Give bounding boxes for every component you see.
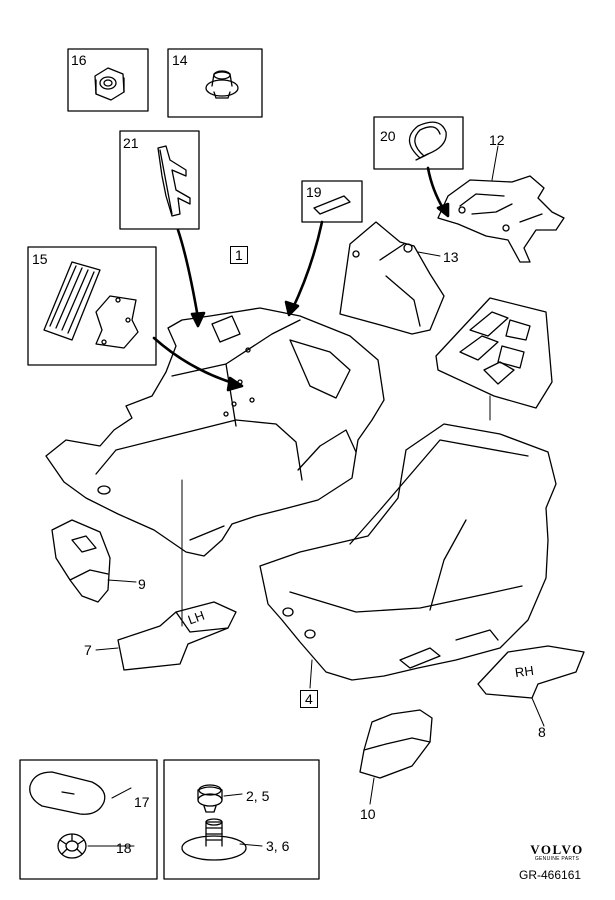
cable-tie-part-20 <box>408 121 447 161</box>
callout-18: 18 <box>116 840 132 856</box>
rh-marking: RH <box>513 662 535 681</box>
inset-box-16 <box>67 48 149 112</box>
callout-14: 14 <box>172 52 188 68</box>
pad-part-15 <box>43 261 139 349</box>
callout-7: 7 <box>84 642 92 658</box>
cap-part-17 <box>29 771 106 815</box>
callout-8: 8 <box>538 724 546 740</box>
left-floor-insulation-part-1 <box>45 307 385 557</box>
star-clip-part-18 <box>57 833 87 859</box>
inset-box-2-3 <box>163 759 320 880</box>
clip-nut-part-14 <box>205 70 239 99</box>
lh-pad-part-7 <box>117 601 237 671</box>
callout-3-6: 3, 6 <box>266 838 290 854</box>
callout-19: 19 <box>306 184 322 200</box>
tape-part-19 <box>313 195 351 215</box>
grid-support-block <box>435 297 553 409</box>
right-floor-insulation-part-4 <box>259 423 557 681</box>
brand-logo-text: VOLVO <box>530 842 584 857</box>
foam-block-part-10 <box>359 709 433 779</box>
hex-nut-part-16 <box>94 67 125 101</box>
pointer-arrows <box>152 166 450 392</box>
callout-20: 20 <box>380 128 396 144</box>
brand-subtitle: GENUINE PARTS <box>534 856 580 862</box>
bracket-part-12 <box>437 175 565 263</box>
callout-4: 4 <box>300 690 318 708</box>
stud-part-3-6 <box>181 818 247 861</box>
diagram-reference: GR-466161 <box>519 868 582 882</box>
callout-17: 17 <box>134 794 150 810</box>
inset-box-20 <box>373 116 464 170</box>
callout-13: 13 <box>443 249 459 265</box>
inset-box-19 <box>301 180 363 223</box>
clip-part-21 <box>157 145 191 217</box>
inset-box-17-18 <box>19 759 158 880</box>
inset-box-15 <box>27 246 157 366</box>
foam-block-part-9 <box>51 519 111 603</box>
callout-10: 10 <box>360 806 376 822</box>
callout-21: 21 <box>123 135 139 151</box>
push-rivet-part-2-5 <box>197 784 223 813</box>
callout-2-5: 2, 5 <box>246 788 270 804</box>
leader-lines <box>87 145 545 847</box>
inset-box-21 <box>119 130 200 230</box>
inset-box-14 <box>167 48 263 118</box>
rh-pad-part-8 <box>477 645 585 699</box>
callout-9: 9 <box>138 576 146 592</box>
trim-piece-part-13 <box>339 221 445 335</box>
callout-12: 12 <box>489 132 505 148</box>
callout-1: 1 <box>230 246 248 264</box>
callout-16: 16 <box>71 52 87 68</box>
callout-15: 15 <box>32 251 48 267</box>
